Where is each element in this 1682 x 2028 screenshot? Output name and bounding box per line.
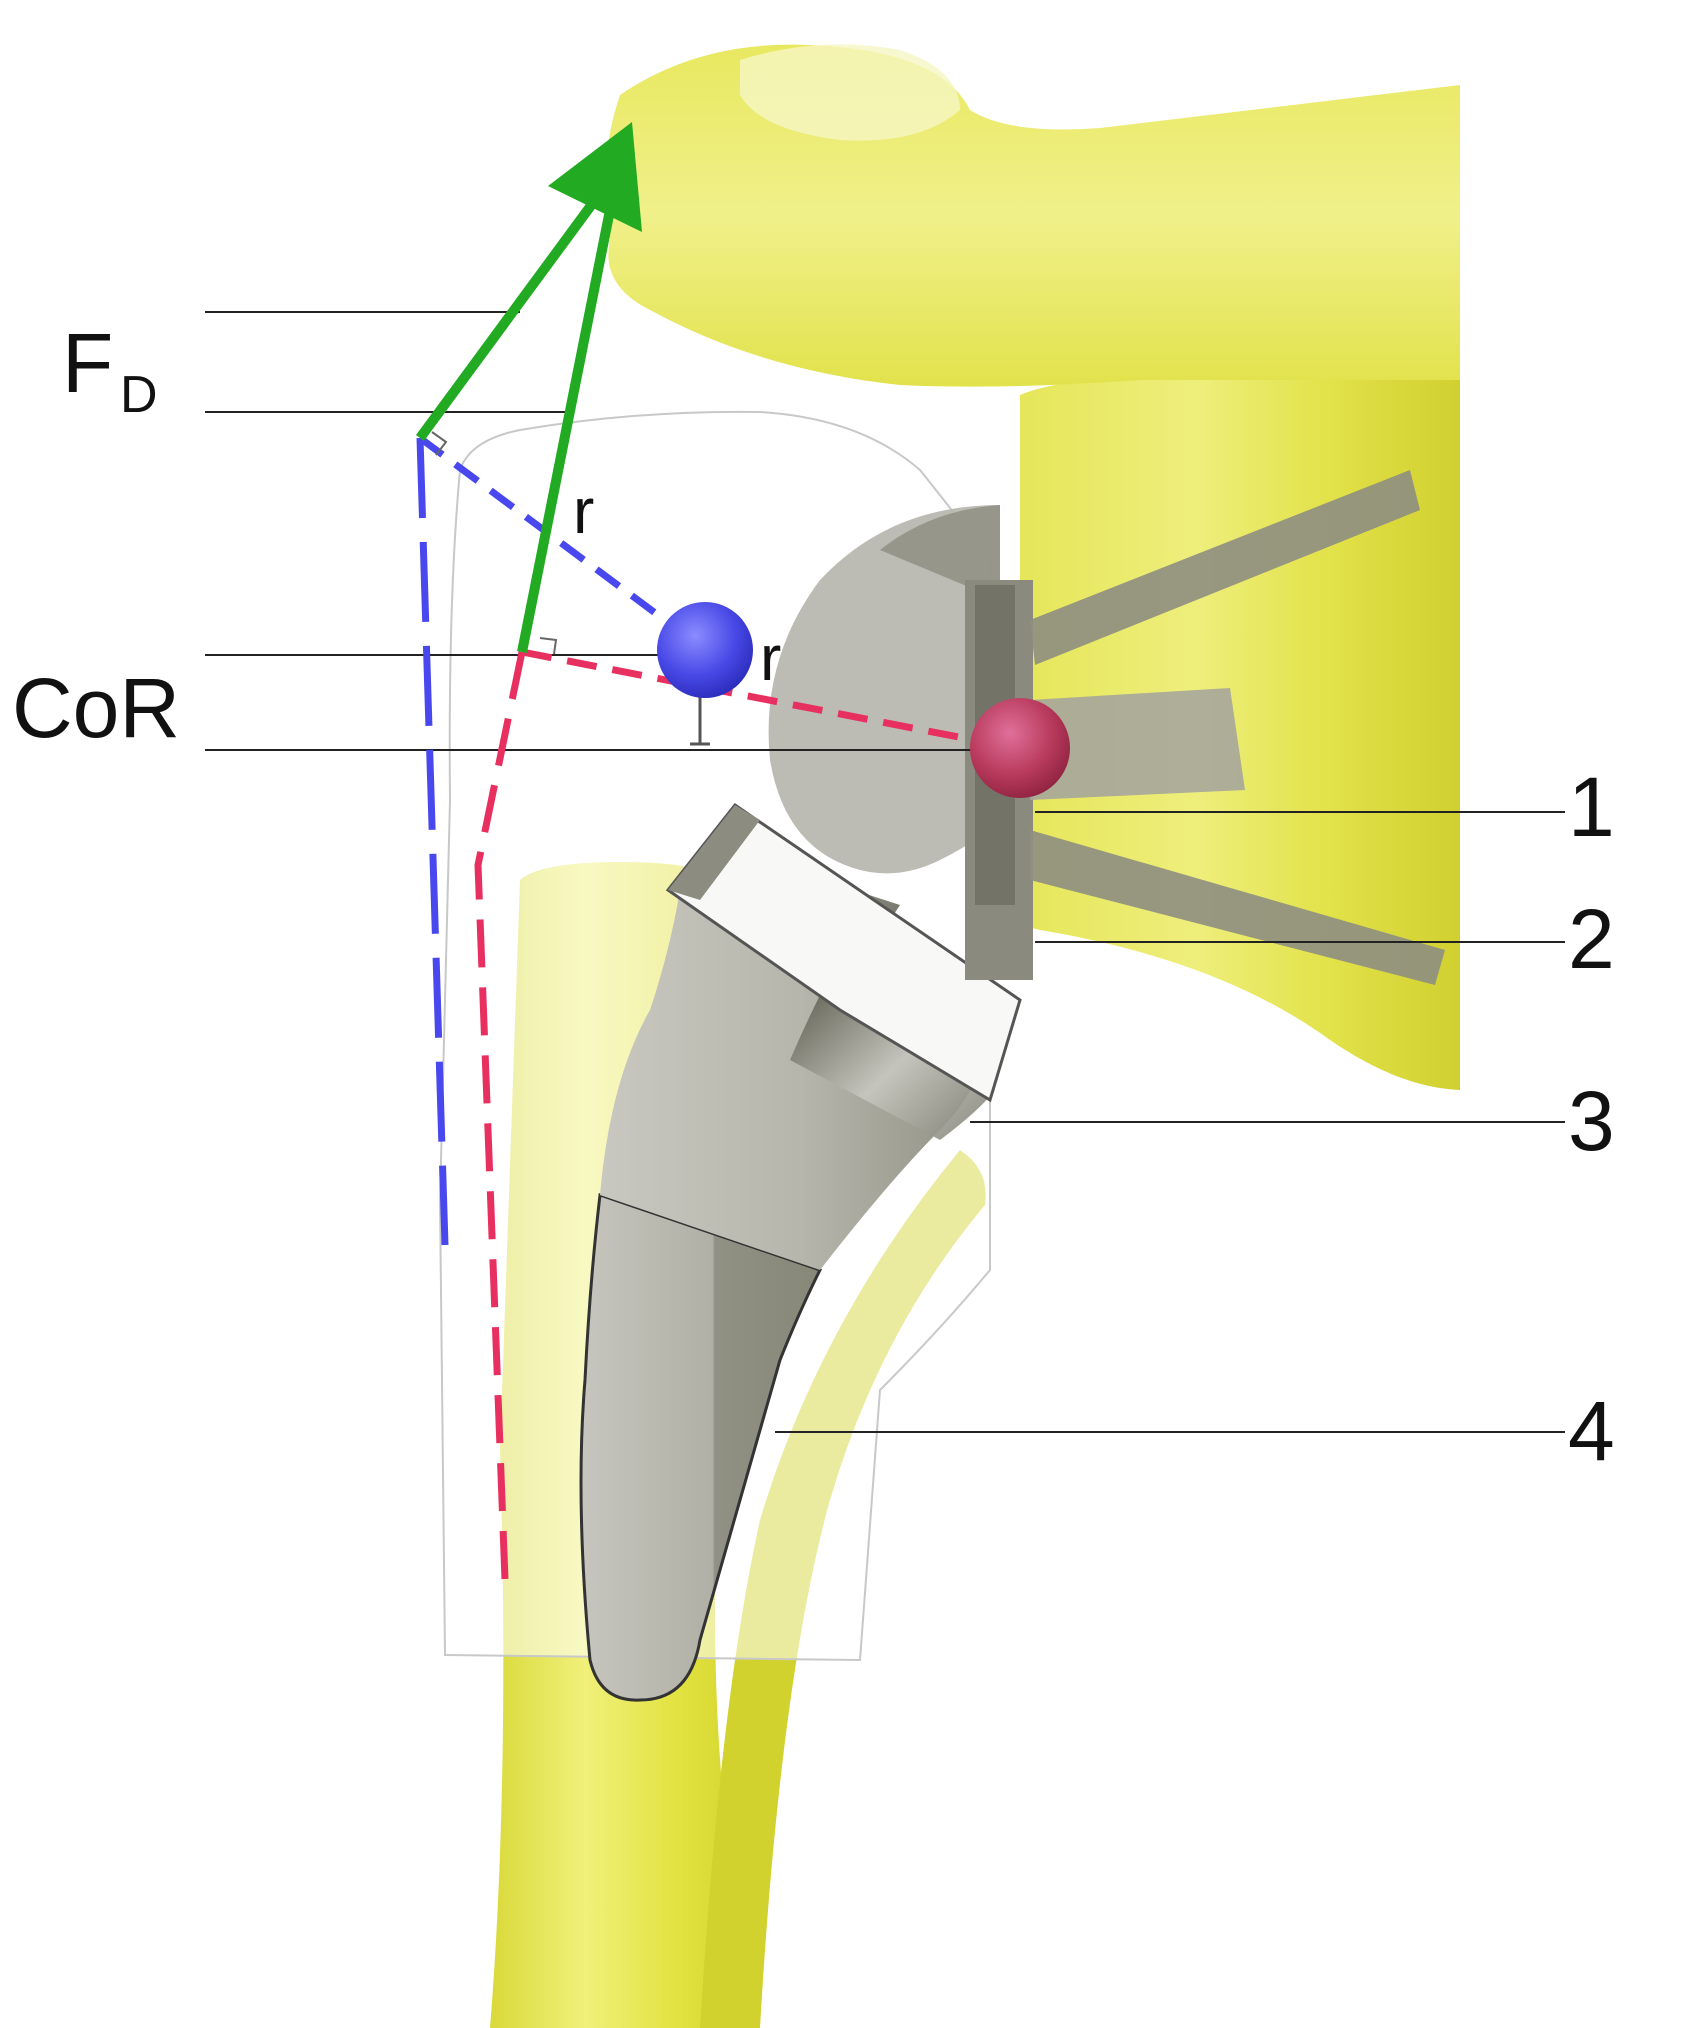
- label-force: F: [62, 316, 113, 410]
- glenosphere: [768, 505, 1000, 874]
- reversed-cor-ball: [970, 698, 1070, 798]
- screw-center: [1030, 688, 1245, 800]
- force-vector-reversed: [517, 199, 617, 653]
- glenosphere-shade: [880, 505, 1000, 600]
- label-part-4: 4: [1568, 1384, 1615, 1478]
- right-angle-upper: [431, 431, 448, 456]
- acromion: [604, 44, 1460, 387]
- original-deltoid-line: [416, 437, 449, 1246]
- reversed-lever-arm: [521, 648, 1016, 752]
- label-part-3: 3: [1568, 1074, 1615, 1168]
- force-vector-original: [415, 193, 603, 441]
- right-angle-lower: [539, 637, 558, 655]
- original-cor-ball: [657, 602, 753, 698]
- label-cor: CoR: [12, 661, 180, 755]
- label-lever-arm-lower: r: [760, 622, 781, 694]
- acromion-highlight: [740, 44, 960, 141]
- label-force-subscript: D: [120, 366, 158, 424]
- reversed-deltoid-line: [474, 651, 526, 1581]
- cup-rim-dark: [700, 860, 995, 1140]
- label-lever-arm-upper: r: [573, 475, 594, 547]
- screw-lower: [1030, 830, 1445, 985]
- label-part-1: 1: [1568, 760, 1615, 854]
- humeral-stem: [579, 1192, 823, 1702]
- liner-ring: [668, 805, 760, 900]
- force-arrowhead: [548, 122, 642, 232]
- humerus-cortex: [700, 1150, 986, 2028]
- label-part-2: 2: [1568, 892, 1615, 986]
- screw-upper: [1030, 470, 1420, 665]
- original-lever-arm: [417, 435, 708, 653]
- scapula-body: [1020, 372, 1460, 1090]
